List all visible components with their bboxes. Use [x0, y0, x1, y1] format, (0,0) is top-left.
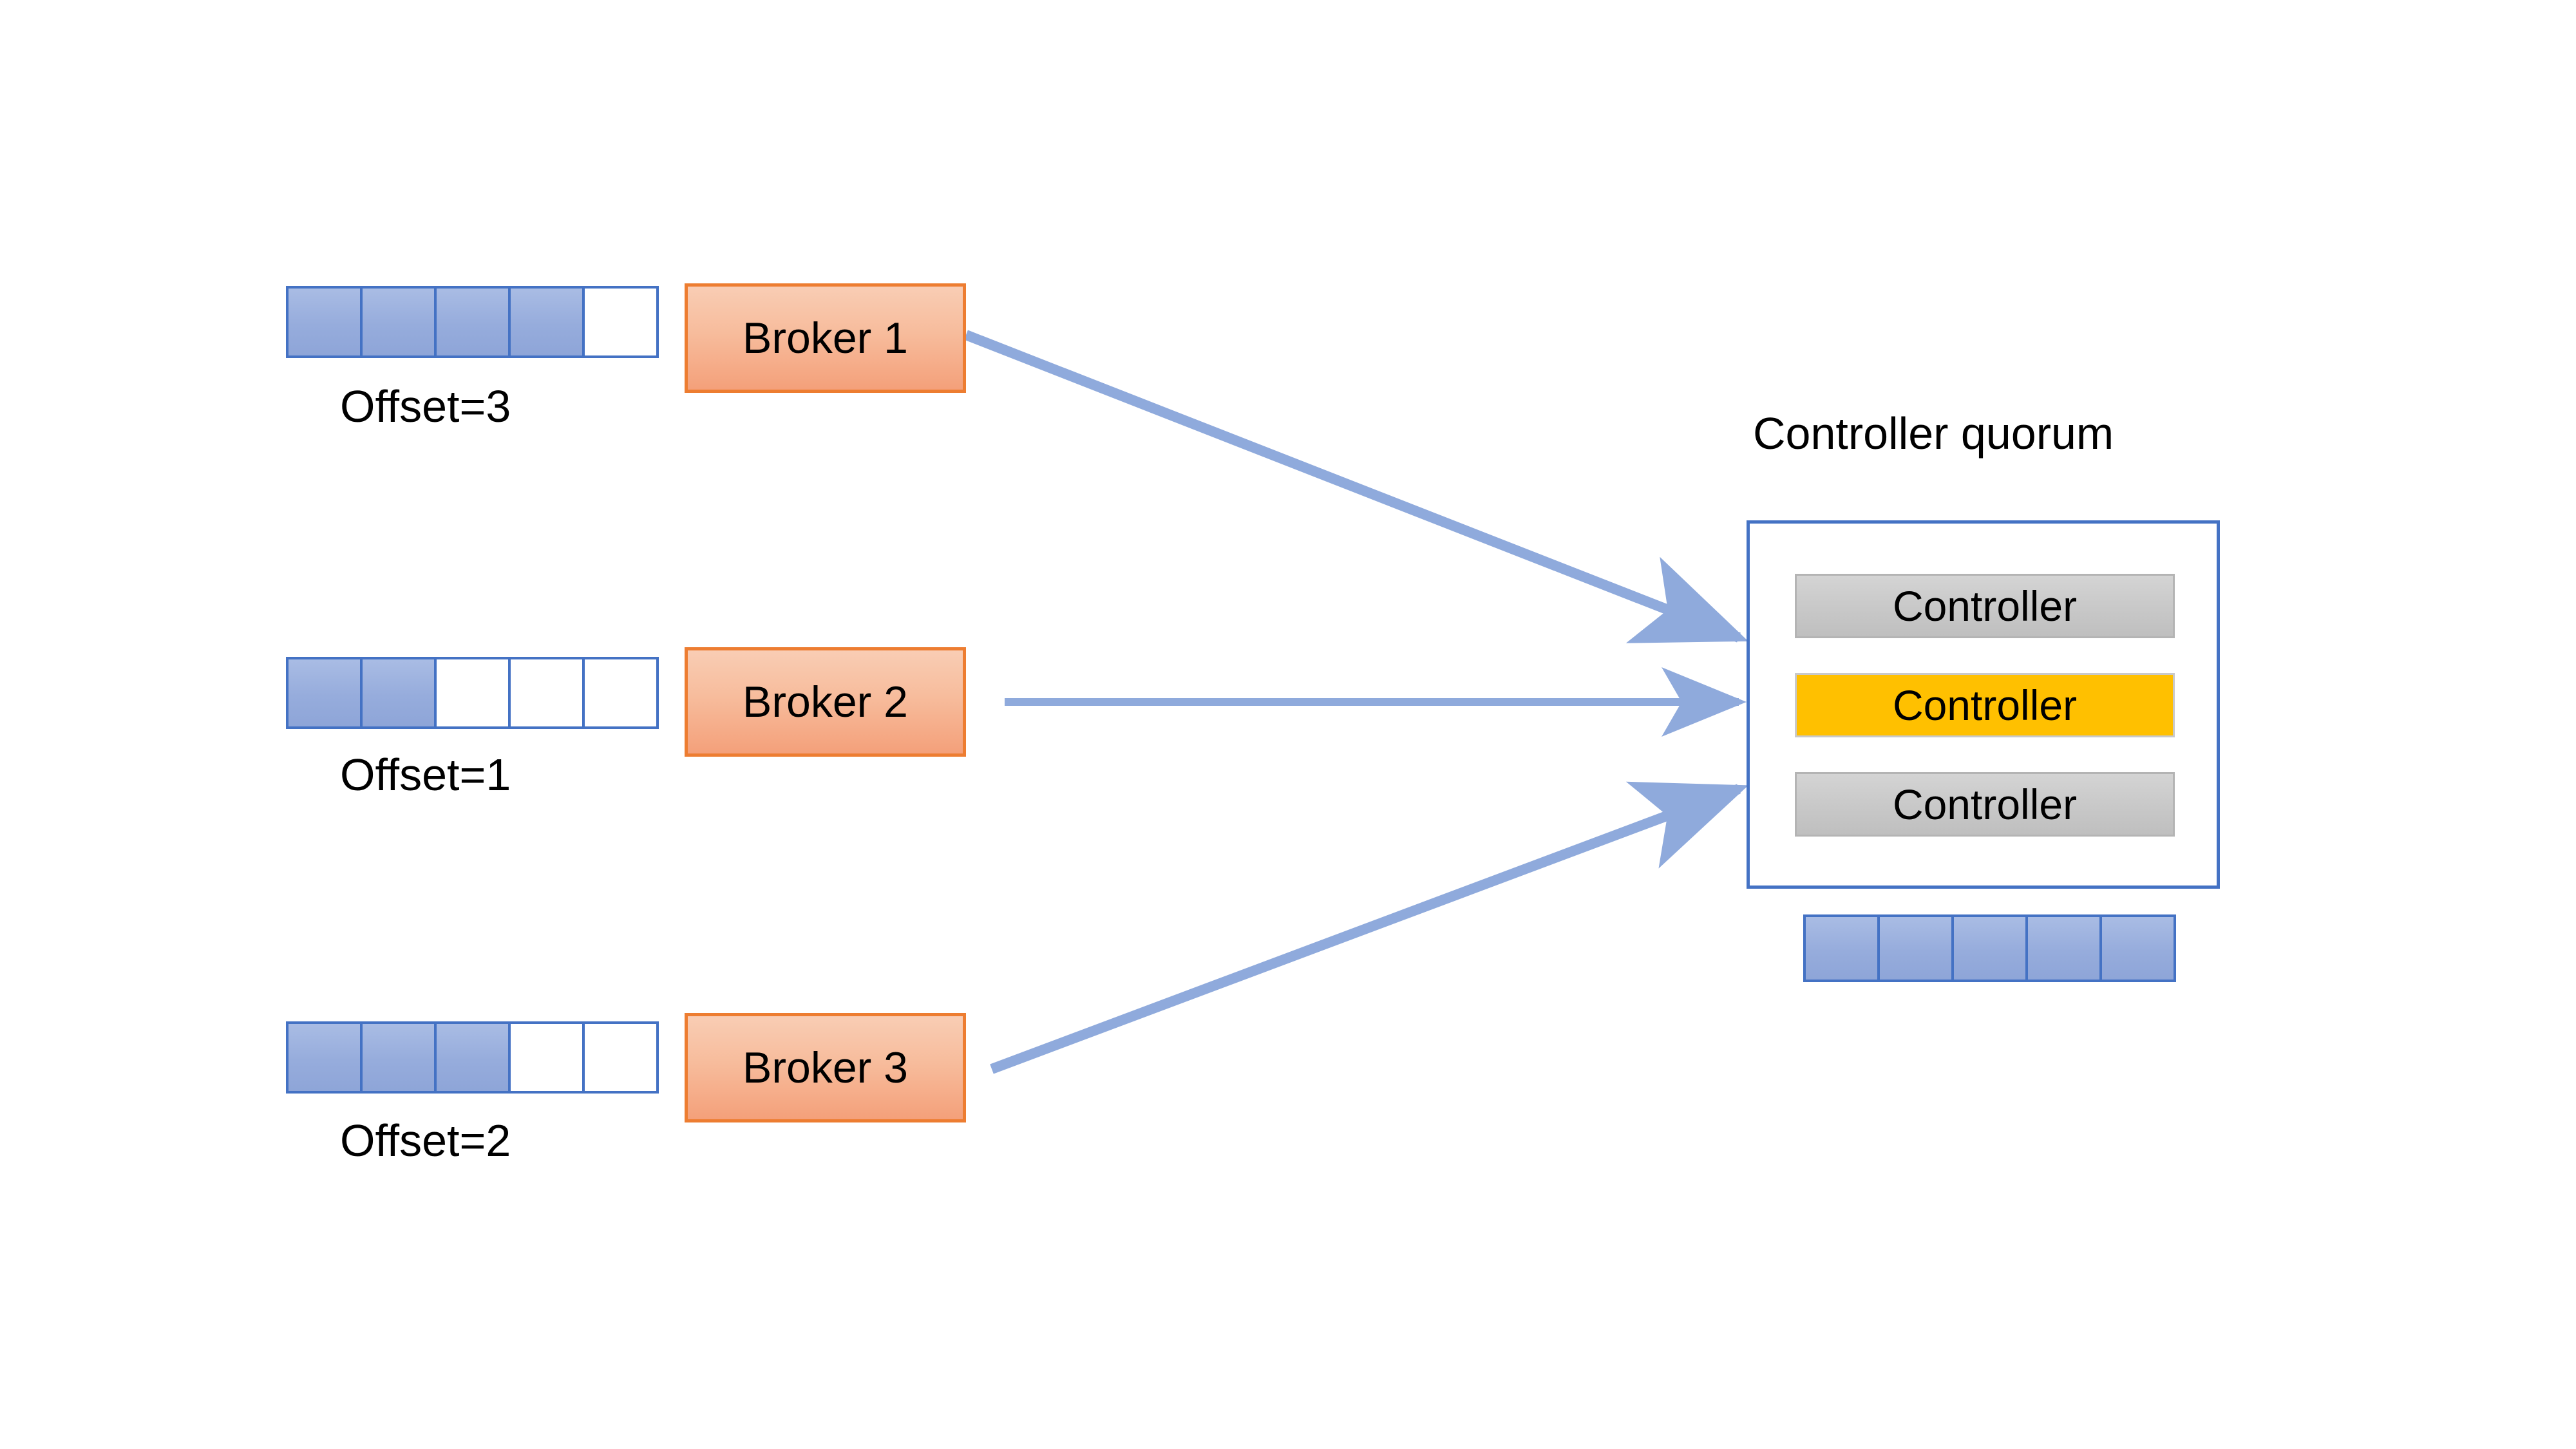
broker-1-log [286, 286, 659, 358]
log-cell [508, 286, 585, 358]
quorum-title: Controller quorum [1753, 408, 2114, 459]
broker-2-box[interactable]: Broker 2 [685, 647, 966, 757]
log-cell [286, 657, 363, 729]
log-cell [1877, 914, 1954, 982]
broker-2-offset-label: Offset=1 [340, 750, 511, 800]
broker-1-box[interactable]: Broker 1 [685, 283, 966, 393]
controller-3-bar[interactable]: Controller [1795, 772, 2175, 837]
log-cell [582, 286, 659, 358]
log-cell [434, 657, 511, 729]
log-cell [360, 1021, 437, 1094]
controller-1-label: Controller [1892, 582, 2078, 630]
broker-3-log [286, 1021, 659, 1094]
log-cell [2099, 914, 2176, 982]
log-cell [508, 657, 585, 729]
log-cell [286, 286, 363, 358]
log-cell [2025, 914, 2102, 982]
log-cell [434, 1021, 511, 1094]
broker-2-log [286, 657, 659, 729]
broker-1-offset-label: Offset=3 [340, 381, 511, 431]
broker-3-offset-label: Offset=2 [340, 1115, 511, 1166]
connector-broker-1-to-quorum [964, 330, 1748, 643]
quorum-box: Controller Controller Controller [1747, 520, 2220, 889]
log-cell [1951, 914, 2028, 982]
log-cell [508, 1021, 585, 1094]
controller-3-label: Controller [1892, 781, 2078, 828]
log-cell [582, 657, 659, 729]
controller-2-bar[interactable]: Controller [1795, 673, 2175, 737]
broker-3-label: Broker 3 [743, 1043, 908, 1092]
broker-1-label: Broker 1 [743, 314, 908, 363]
controller-1-bar[interactable]: Controller [1795, 574, 2175, 638]
broker-2-label: Broker 2 [743, 677, 908, 726]
log-cell [434, 286, 511, 358]
quorum-log [1803, 914, 2176, 982]
log-cell [360, 657, 437, 729]
log-cell [360, 286, 437, 358]
log-cell [286, 1021, 363, 1094]
log-cell [582, 1021, 659, 1094]
broker-3-box[interactable]: Broker 3 [685, 1013, 966, 1122]
controller-2-label: Controller [1892, 681, 2078, 729]
log-cell [1803, 914, 1880, 982]
connector-broker-3-to-quorum [990, 781, 1748, 1074]
